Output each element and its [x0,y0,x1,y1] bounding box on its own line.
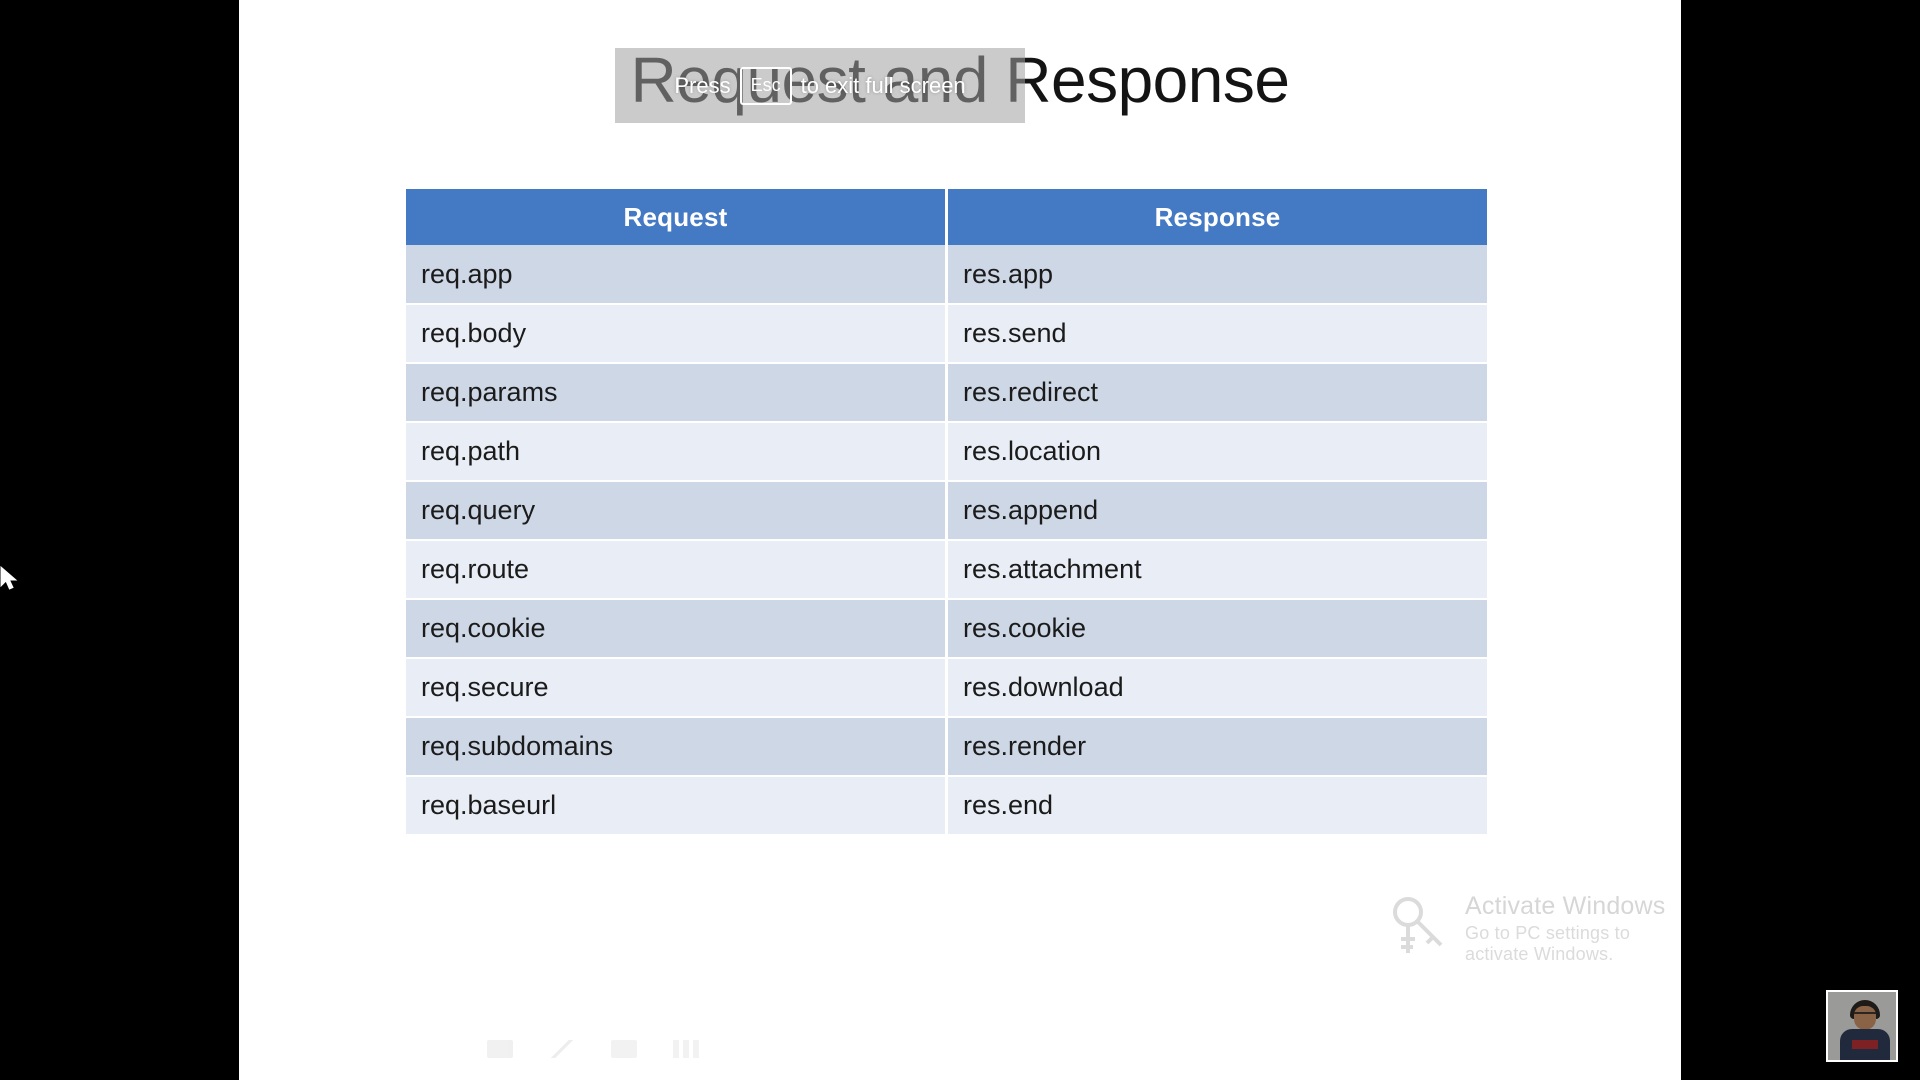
table-row: req.params res.redirect [406,363,1487,423]
table-row: req.cookie res.cookie [406,599,1487,659]
mouse-pointer-icon [0,565,18,592]
more-options-icon[interactable] [673,1040,699,1058]
table-row: req.secure res.download [406,658,1487,718]
request-response-table-wrapper: Request Response req.app res.app req.bod… [406,189,1487,836]
cell-response: res.end [946,776,1487,836]
cell-request: req.params [406,363,948,423]
cell-response: res.location [946,422,1487,482]
column-header-request: Request [406,189,948,245]
cell-request: req.secure [406,658,948,718]
table-row: req.body res.send [406,304,1487,364]
cell-response: res.attachment [946,540,1487,600]
pen-icon[interactable] [549,1040,575,1058]
table-row: req.app res.app [406,245,1487,305]
slide-grid-icon[interactable] [611,1040,637,1058]
table-header-row: Request Response [406,189,1487,245]
cell-request: req.body [406,304,948,364]
cell-request: req.query [406,481,948,541]
cell-response: res.app [946,245,1487,305]
key-icon [1389,895,1447,962]
cell-request: req.route [406,540,948,600]
slide-canvas: Request and Response Request Response re… [239,0,1681,1080]
cell-response: res.download [946,658,1487,718]
webcam-face [1854,1006,1876,1030]
webcam-glasses [1854,1012,1876,1017]
table-row: req.baseurl res.end [406,776,1487,836]
cell-response: res.send [946,304,1487,364]
cell-request: req.baseurl [406,776,948,836]
cell-response: res.render [946,717,1487,777]
request-response-table: Request Response req.app res.app req.bod… [406,189,1487,836]
watermark-title: Activate Windows [1465,892,1666,920]
table-row: req.subdomains res.render [406,717,1487,777]
page-title: Request and Response [630,44,1290,116]
activate-windows-watermark: Activate Windows Go to PC settings to ac… [1389,892,1681,965]
cell-response: res.cookie [946,599,1487,659]
table-row: req.route res.attachment [406,540,1487,600]
cell-request: req.app [406,245,948,305]
cell-request: req.cookie [406,599,948,659]
laser-pointer-icon[interactable] [487,1040,513,1058]
cell-response: res.append [946,481,1487,541]
cell-request: req.subdomains [406,717,948,777]
webcam-shirt-logo [1852,1040,1878,1049]
cell-response: res.redirect [946,363,1487,423]
table-body: req.app res.app req.body res.send req.pa… [406,245,1487,836]
presenter-toolbar[interactable] [487,1040,699,1058]
cell-request: req.path [406,422,948,482]
table-row: req.path res.location [406,422,1487,482]
watermark-subtitle: Go to PC settings to activate Windows. [1465,923,1631,964]
table-head: Request Response [406,189,1487,245]
column-header-response: Response [946,189,1487,245]
activate-windows-text: Activate Windows Go to PC settings to ac… [1465,892,1681,965]
table-row: req.query res.append [406,481,1487,541]
presenter-webcam-thumbnail[interactable] [1826,990,1898,1062]
